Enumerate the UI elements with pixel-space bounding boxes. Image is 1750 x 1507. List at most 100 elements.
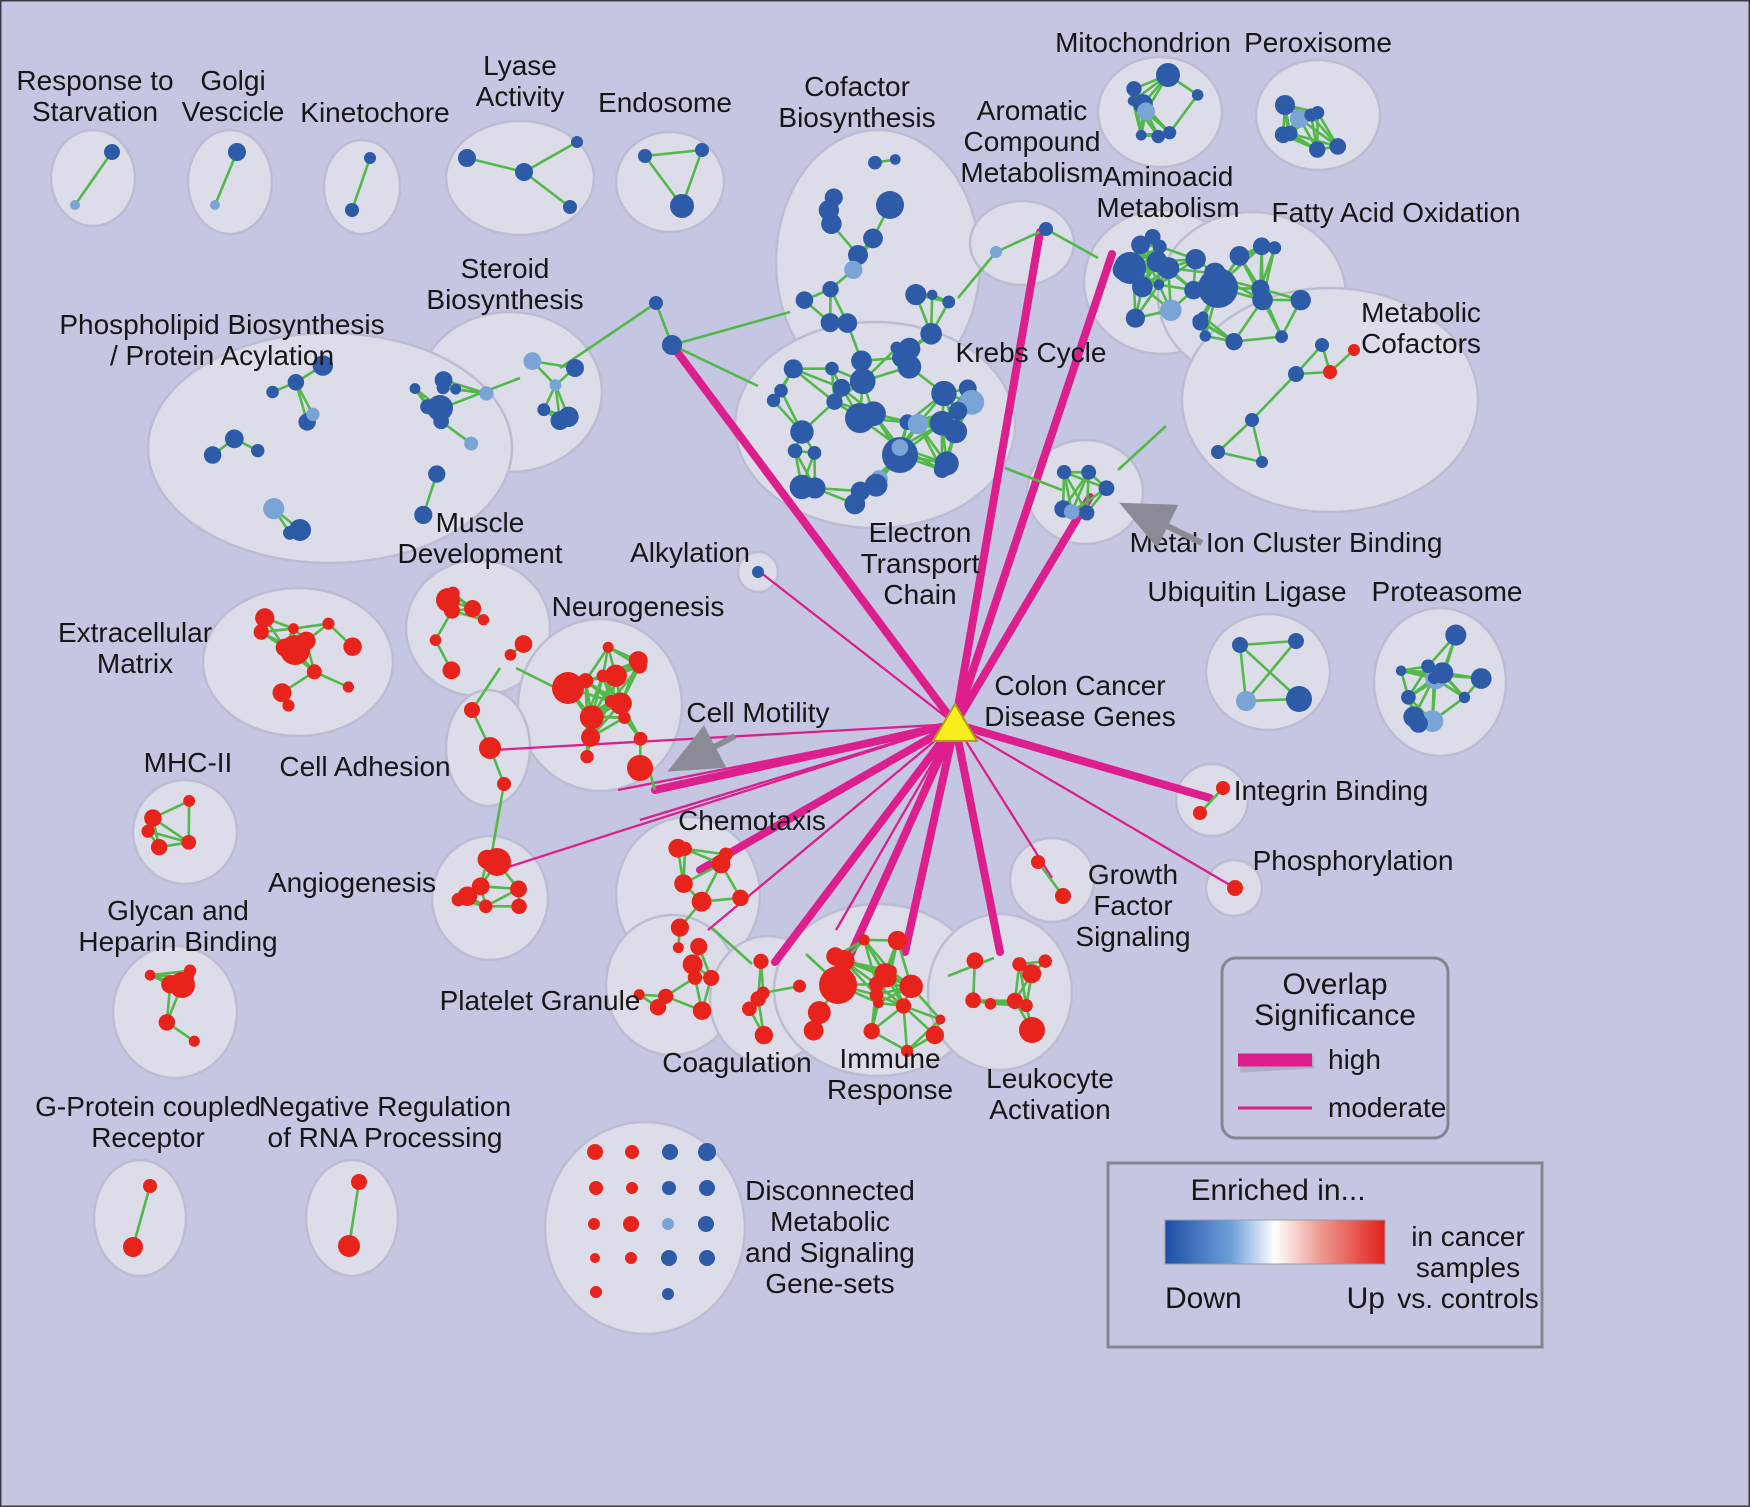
- cluster-disconnected-gene-sets: [543, 1120, 747, 1336]
- inter-cluster-edge: [1117, 425, 1167, 471]
- gene-overlap-edge: [73, 151, 114, 206]
- gene-set-node: [1268, 241, 1282, 255]
- gene-set-node: [890, 341, 903, 355]
- gene-set-node: [858, 934, 870, 946]
- label-phospholipid-biosynthesis: Phospholipid Biosynthesis/ Protein Acyla…: [59, 309, 384, 371]
- gene-set-node: [306, 664, 322, 680]
- gene-set-node: [477, 614, 490, 626]
- overlap-edge-high: [951, 493, 1094, 728]
- gene-overlap-edge: [1062, 471, 1088, 514]
- gene-set-node: [581, 727, 601, 747]
- gene-set-node: [1135, 129, 1147, 141]
- gene-set-node: [869, 988, 884, 1002]
- gene-set-node: [579, 705, 604, 730]
- gene-set-node: [263, 498, 285, 520]
- gene-set-node: [662, 335, 682, 355]
- gene-set-node: [296, 631, 316, 651]
- gene-set-node: [1146, 251, 1168, 273]
- gene-set-node: [510, 880, 527, 898]
- gene-set-node: [144, 969, 156, 981]
- gene-set-node: [1470, 668, 1492, 689]
- gene-set-node: [589, 1181, 603, 1195]
- gene-set-node: [868, 155, 882, 170]
- gene-set-node: [414, 505, 433, 525]
- inter-cluster-edge: [470, 667, 502, 711]
- inter-cluster-edge: [1045, 227, 1099, 260]
- gene-set-node: [807, 1001, 831, 1024]
- gene-set-node: [1006, 992, 1023, 1009]
- gene-set-node: [288, 623, 299, 634]
- colon-cancer-hub-triangle: [931, 702, 979, 742]
- gene-set-node: [282, 699, 295, 712]
- gene-set-node: [442, 661, 461, 680]
- gene-overlap-edge: [350, 157, 372, 211]
- gene-set-node: [143, 1179, 157, 1193]
- gene-set-node: [1290, 289, 1311, 311]
- gene-overlap-edge: [523, 170, 571, 209]
- gene-set-node: [123, 1237, 143, 1257]
- gene-overlap-edge: [1217, 419, 1253, 453]
- gene-set-node: [471, 877, 490, 896]
- gene-set-node: [662, 1288, 674, 1300]
- gene-set-node: [820, 313, 840, 333]
- legend-moderate-label: moderate: [1328, 1092, 1446, 1123]
- label-proteasome: Proteasome: [1372, 576, 1523, 607]
- gene-set-node: [804, 477, 826, 499]
- label-endosome: Endosome: [598, 87, 732, 118]
- gene-set-node: [251, 443, 265, 458]
- gene-set-node: [1063, 504, 1080, 520]
- inter-cluster-edge: [671, 343, 759, 388]
- gene-set-node: [833, 950, 855, 972]
- gene-set-node: [943, 419, 968, 444]
- gene-set-node: [1019, 999, 1033, 1013]
- overlap-edge-high: [951, 228, 1044, 728]
- gene-set-node: [861, 401, 886, 427]
- gene-set-node: [1395, 665, 1407, 676]
- gene-set-node: [752, 566, 764, 578]
- gene-overlap-edge: [906, 1018, 942, 1052]
- label-mhc-ii: MHC-II: [144, 747, 233, 778]
- gene-set-node: [703, 969, 720, 986]
- label-kinetochore: Kinetochore: [300, 97, 449, 128]
- gene-set-node: [633, 731, 648, 746]
- label-peroxisome: Peroxisome: [1244, 27, 1392, 58]
- gene-set-node: [1401, 689, 1416, 705]
- gene-set-node: [342, 681, 355, 693]
- gene-set-node: [161, 975, 180, 994]
- gene-set-node: [224, 429, 244, 449]
- gene-set-node: [658, 988, 674, 1004]
- gene-set-node: [1163, 126, 1177, 140]
- gene-set-node: [550, 411, 570, 431]
- gene-set-node: [1126, 266, 1141, 281]
- gene-set-node: [1252, 289, 1273, 311]
- gene-set-node: [900, 1044, 914, 1057]
- gene-set-node: [588, 1218, 600, 1230]
- gene-overlap-edge: [995, 227, 1047, 254]
- gene-set-node: [479, 386, 494, 401]
- gene-set-node: [933, 461, 951, 479]
- legend-down-label: Down: [1165, 1282, 1242, 1315]
- gene-set-node: [787, 443, 803, 459]
- gene-set-node: [364, 152, 376, 164]
- gene-set-node: [1211, 445, 1225, 459]
- gene-set-node: [228, 143, 246, 161]
- gene-set-node: [1012, 957, 1027, 972]
- legend-high-label: high: [1328, 1044, 1381, 1075]
- label-neurogenesis: Neurogenesis: [552, 591, 725, 622]
- gene-set-node: [338, 1235, 360, 1257]
- gene-set-node: [1127, 95, 1138, 106]
- gene-set-node: [742, 1001, 757, 1017]
- gene-set-node: [141, 824, 155, 838]
- gene-set-node: [819, 966, 857, 1004]
- gene-set-node: [670, 918, 689, 937]
- gene-set-node: [623, 1216, 639, 1232]
- overlap-edge-moderate: [639, 722, 956, 822]
